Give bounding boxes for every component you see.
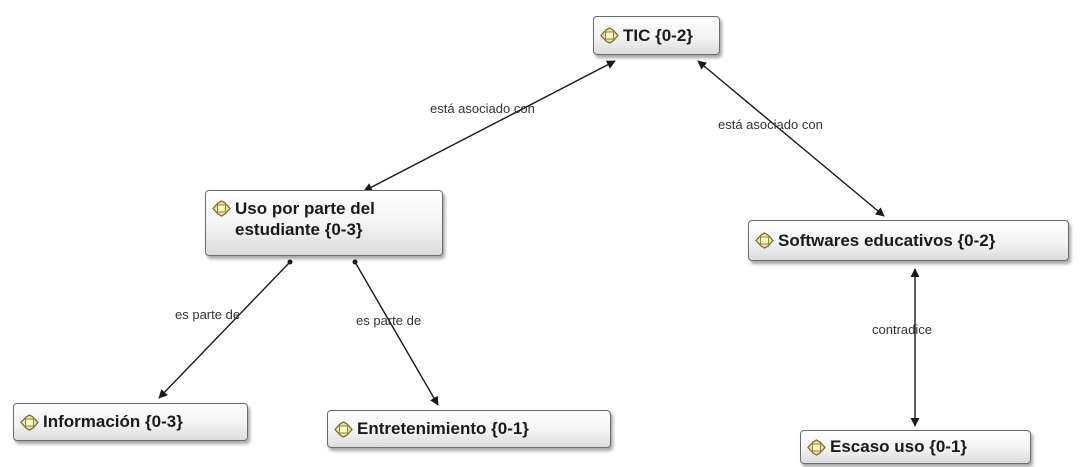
concept-label: Información {0-3}	[43, 412, 183, 431]
concept-label: Escaso uso {0-1}	[830, 437, 968, 456]
link-line-uso-entretenimiento	[354, 261, 439, 406]
link-label-tic-softwares: está asociado con	[718, 117, 823, 132]
link-origin-dot	[287, 259, 293, 265]
concept-label: Softwares educativos {0-2}	[778, 230, 996, 250]
concept-icon	[600, 27, 619, 44]
link-line-uso-informacion	[158, 261, 291, 399]
concept-node-informacion[interactable]: Información {0-3}	[13, 403, 248, 441]
link-line-tic-uso	[363, 60, 616, 192]
concept-node-tic[interactable]: TIC {0-2}	[593, 16, 720, 55]
concept-node-escaso[interactable]: Escaso uso {0-1}	[800, 430, 1031, 464]
link-origin-dot	[352, 259, 358, 265]
concept-label: Entretenimiento {0-1}	[357, 419, 529, 438]
concept-icon	[807, 438, 826, 456]
concept-icon	[334, 420, 353, 438]
link-label-uso-informacion: es parte de	[175, 307, 241, 322]
concept-icon	[755, 232, 774, 249]
concept-icon	[212, 200, 231, 217]
concept-icon	[20, 413, 39, 431]
concept-node-uso[interactable]: Uso por parte del estudiante {0-3}	[205, 190, 443, 256]
concept-label: TIC {0-2}	[623, 25, 693, 45]
link-label-softwares-escaso: contradice	[872, 322, 932, 337]
link-line-tic-softwares	[697, 60, 885, 217]
link-label-tic-uso: está asociado con	[430, 101, 535, 116]
concept-node-entretenimiento[interactable]: Entretenimiento {0-1}	[327, 410, 611, 448]
concept-label: Uso por parte del estudiante {0-3}	[235, 199, 375, 239]
concept-node-softwares[interactable]: Softwares educativos {0-2}	[748, 220, 1069, 261]
link-label-uso-entretenimiento: es parte de	[356, 313, 422, 328]
